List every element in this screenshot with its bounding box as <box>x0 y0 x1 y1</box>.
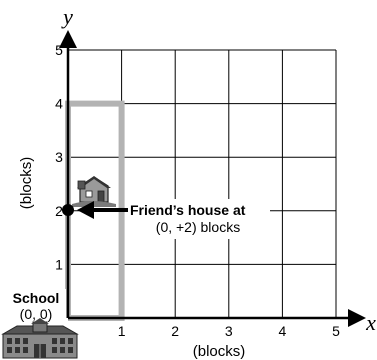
friends-house-label: Friend’s house at <box>130 202 246 218</box>
y-tick-label: 2 <box>55 203 63 219</box>
x-tick-label: 3 <box>225 323 233 339</box>
friends-house-coords: (0, +2) blocks <box>156 219 240 235</box>
axes <box>66 44 352 320</box>
school-label-backing <box>2 289 66 325</box>
y-tick-label: 1 <box>55 256 63 272</box>
y-axis-unit-label: (blocks) <box>18 157 35 210</box>
x-axis-unit-label: (blocks) <box>193 343 246 360</box>
grid-lines <box>68 49 337 318</box>
school-label: School <box>13 290 60 306</box>
x-tick-label: 1 <box>118 323 126 339</box>
x-tick-label: 4 <box>279 323 287 339</box>
x-axis-variable: x <box>365 310 376 335</box>
school-coords: (0, 0) <box>20 306 53 322</box>
school-building-icon <box>1 318 79 359</box>
y-tick-labels: 1 2 3 4 5 <box>55 42 63 272</box>
x-tick-label: 5 <box>332 323 340 339</box>
label-backing <box>128 199 270 239</box>
pointer-arrowhead <box>77 201 94 219</box>
y-axis-arrowhead <box>59 30 77 48</box>
x-tick-labels: 1 2 3 4 5 <box>118 323 340 339</box>
y-tick-label: 5 <box>55 42 63 58</box>
x-tick-label: 2 <box>171 323 179 339</box>
x-axis-arrowhead <box>348 309 366 327</box>
y-tick-label: 4 <box>55 96 63 112</box>
friends-house-point <box>62 204 74 216</box>
y-axis-variable: y <box>61 4 73 29</box>
y-tick-label: 3 <box>55 149 63 165</box>
